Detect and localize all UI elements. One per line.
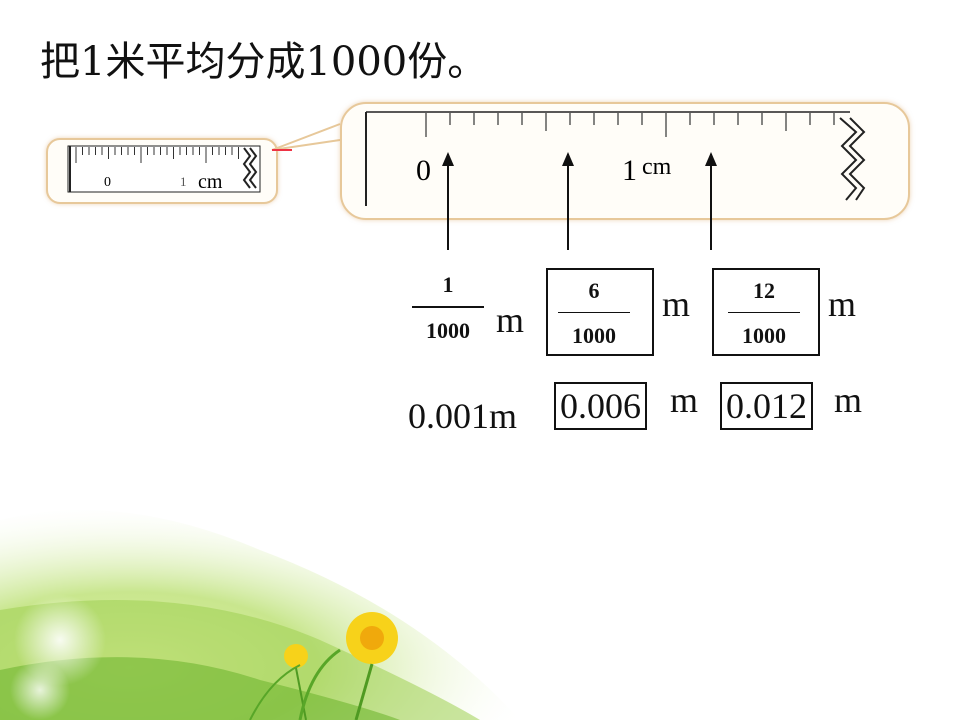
yellow-flower-icon: [346, 612, 398, 720]
fraction-1-numerator: 1: [442, 272, 454, 297]
large-ruler-break-mark: [839, 117, 858, 201]
fraction-3-numerator: 12: [753, 278, 775, 303]
fraction-1-denominator: 1000: [426, 318, 470, 343]
pointer-arrows: [442, 152, 717, 250]
large-ruler-break-mark-2: [848, 117, 866, 201]
fraction-1-bar: [412, 306, 484, 308]
dandelion-puff-icon-2: [10, 660, 70, 720]
fraction-1-unit: m: [496, 300, 525, 340]
zoom-connector: [271, 123, 341, 151]
fraction-3: 12 1000: [724, 278, 804, 349]
small-ruler-unit-label: cm: [198, 171, 223, 193]
fraction-1: 1 1000: [408, 272, 488, 344]
small-ruler-one-label: 1: [180, 174, 187, 189]
small-ruler-break-mark: [242, 147, 252, 189]
fraction-3-bar: [728, 312, 800, 313]
decimal-3-box: 0.012: [720, 382, 813, 430]
decorative-flower-background: [0, 510, 520, 720]
fraction-3-unit: m: [828, 284, 857, 324]
small-ruler-break-mark-2: [248, 147, 258, 189]
fraction-2-denominator: 1000: [572, 323, 616, 348]
decimal-1: 0.001m: [408, 396, 518, 436]
decimal-3-unit: m: [834, 380, 863, 420]
fraction-2: 6 1000: [554, 278, 634, 349]
small-ruler-zero-label: 0: [104, 175, 111, 190]
large-ruler-one-label: 1: [622, 154, 637, 187]
small-ruler: 0 1 cm: [67, 145, 261, 193]
large-ruler-unit-label: cm: [642, 154, 672, 180]
decimal-2-value: 0.006: [560, 386, 641, 426]
fraction-2-numerator: 6: [588, 278, 600, 303]
yellow-flower-icon-small: [284, 644, 308, 720]
fraction-3-denominator: 1000: [742, 323, 786, 348]
fraction-2-bar: [558, 312, 630, 313]
large-ruler: 0 1 cm: [365, 111, 866, 206]
fraction-2-unit: m: [662, 284, 691, 324]
slide-title: 把1米平均分成1000份。: [40, 39, 488, 85]
decimal-2-unit: m: [670, 380, 699, 420]
large-ruler-zero-label: 0: [416, 154, 431, 187]
large-ruler-frame: [340, 102, 910, 220]
decimal-2-box: 0.006: [554, 382, 647, 430]
decimal-3-value: 0.012: [726, 386, 807, 426]
